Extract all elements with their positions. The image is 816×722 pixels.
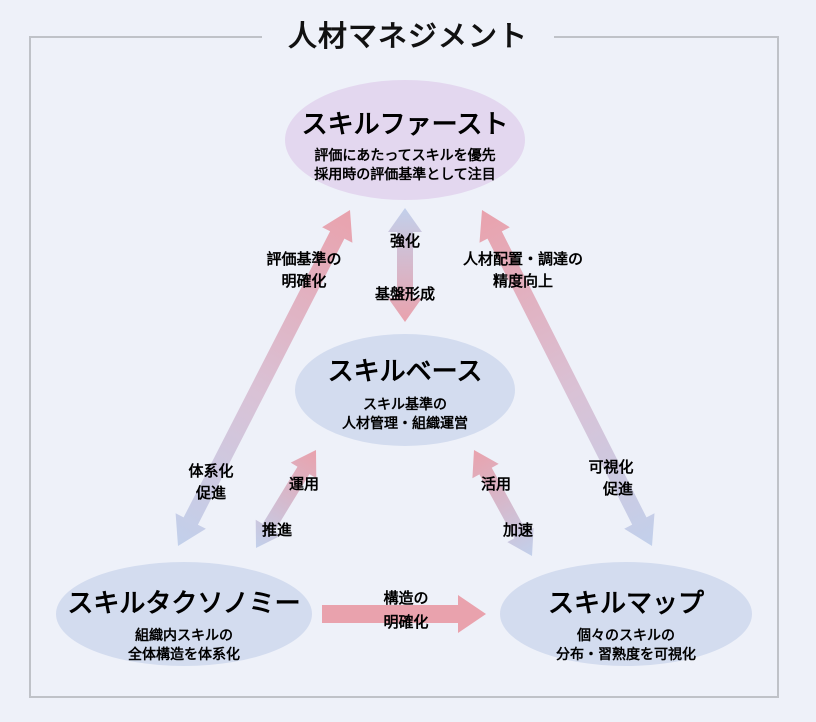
label-kasoku: 加速 — [502, 521, 533, 539]
label-kouzou-1: 構造の — [383, 589, 428, 607]
node-skill-base-desc-1: スキル基準の — [363, 396, 447, 413]
arrow-taxonomy-map — [322, 595, 486, 633]
label-hyouka-2: 明確化 — [281, 272, 326, 290]
node-skill-map-desc-2: 分布・習熟度を可視化 — [556, 646, 696, 663]
node-skill-first-title: スキルファースト — [302, 110, 509, 140]
label-suishin: 推進 — [262, 521, 293, 539]
label-kiban: 基盤形成 — [374, 285, 435, 303]
arrow-first-taxonomy — [175, 210, 353, 546]
node-skill-map-title: スキルマップ — [548, 589, 705, 619]
label-kashika-1: 可視化 — [588, 458, 633, 476]
arrow-first-map — [479, 210, 655, 546]
node-skill-map: スキルマップ 個々のスキルの 分布・習熟度を可視化 — [500, 562, 752, 666]
label-kashika-2: 促進 — [602, 480, 634, 498]
label-kouzou-2: 明確化 — [383, 613, 428, 631]
node-skill-map-shape — [500, 562, 752, 666]
arrow-map-base — [472, 450, 534, 556]
node-skill-base-shape — [295, 334, 515, 446]
node-skill-first: スキルファースト 評価にあたってスキルを優先 採用時の評価基準として注目 — [285, 80, 525, 200]
diagram-title: 人材マネジメント — [262, 14, 554, 58]
node-skill-map-desc-1: 個々のスキルの — [576, 627, 675, 644]
label-taikei-1: 体系化 — [188, 462, 233, 480]
node-skill-first-desc-2: 採用時の評価基準として注目 — [314, 166, 496, 183]
label-kyouka: 強化 — [390, 232, 420, 250]
node-taxonomy-title: スキルタクソノミー — [67, 589, 300, 619]
node-taxonomy-desc-2: 全体構造を体系化 — [127, 646, 240, 663]
arrow-first-base — [388, 208, 422, 322]
node-skill-base: スキルベース スキル基準の 人材管理・組織運営 — [295, 334, 515, 446]
node-taxonomy-desc-1: 組織内スキルの — [135, 627, 233, 644]
arrow-taxonomy-base — [255, 450, 317, 548]
node-taxonomy: スキルタクソノミー 組織内スキルの 全体構造を体系化 — [56, 562, 312, 666]
label-jinzai-2: 精度向上 — [493, 272, 553, 290]
label-jinzai-1: 人材配置・調達の — [463, 250, 583, 268]
node-skill-first-shape — [285, 80, 525, 200]
node-skill-base-title: スキルベース — [328, 357, 483, 387]
node-skill-first-desc-1: 評価にあたってスキルを優先 — [314, 147, 495, 164]
label-hyouka-1: 評価基準の — [266, 250, 341, 268]
node-taxonomy-shape — [56, 562, 312, 666]
label-unyou: 運用 — [289, 475, 319, 493]
label-taikei-2: 促進 — [195, 484, 227, 502]
node-skill-base-desc-2: 人材管理・組織運営 — [342, 415, 468, 432]
label-katsuyou: 活用 — [481, 475, 511, 493]
